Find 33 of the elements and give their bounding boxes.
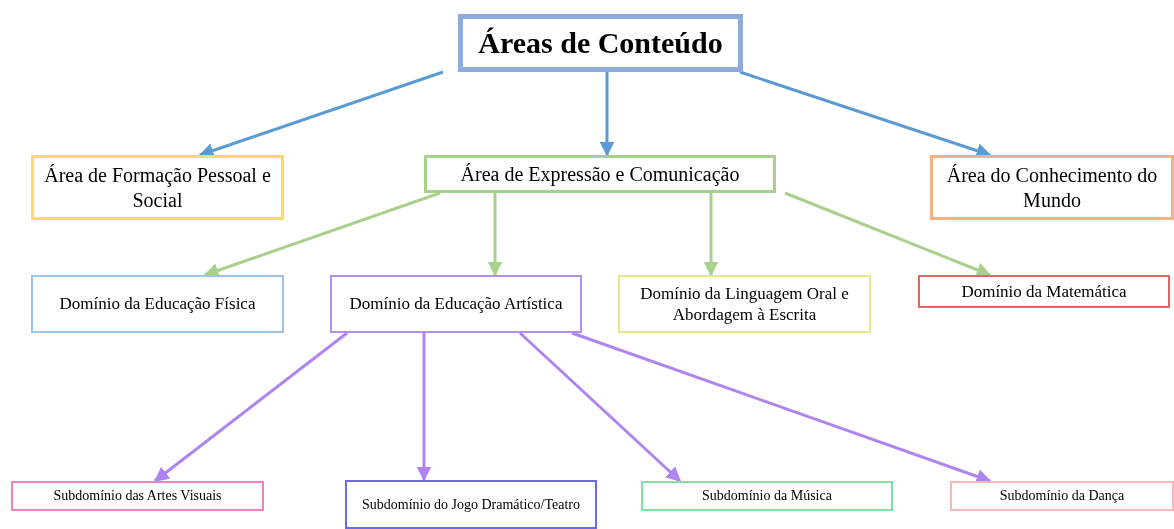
subdomain-box — [641, 481, 893, 511]
arrow — [571, 331, 992, 484]
node-label: Subdomínio das Artes Visuais — [53, 487, 222, 505]
area-box — [31, 155, 284, 220]
subdomain-box — [950, 481, 1174, 511]
subdomain-box — [11, 481, 264, 511]
title-box — [458, 14, 743, 72]
area-box — [424, 155, 776, 193]
arrow — [487, 193, 503, 277]
arrow — [784, 191, 992, 277]
arrow — [703, 193, 719, 277]
arrow — [203, 191, 441, 278]
node-label: Domínio da Matemática — [961, 280, 1127, 303]
area-box — [930, 155, 1174, 220]
node-label: Área de Formação Pessoal e Social — [43, 162, 272, 213]
title-text: Áreas de Conteúdo — [478, 25, 723, 62]
domain-box — [618, 275, 871, 333]
domain-box — [31, 275, 284, 333]
node-label: Área de Expressão e Comunicação — [460, 161, 740, 187]
node-label: Subdomínio da Dança — [999, 487, 1125, 505]
subdomain-box — [345, 480, 597, 529]
arrow — [519, 331, 682, 483]
arrow — [416, 333, 432, 482]
node-label: Subdomínio da Música — [702, 487, 832, 505]
node-label: Domínio da Educação Física — [59, 293, 256, 315]
node-label: Área do Conhecimento do Mundo — [945, 162, 1159, 213]
node-label: Subdomínio do Jogo Dramático/Teatro — [362, 495, 580, 514]
node-label: Domínio da Linguagem Oral e Abordagem à Escrita — [639, 282, 850, 326]
domain-box — [918, 275, 1170, 308]
arrow — [599, 72, 615, 157]
domain-box — [330, 275, 582, 333]
node-label: Domínio da Educação Artística — [349, 293, 563, 315]
arrow — [153, 331, 348, 483]
